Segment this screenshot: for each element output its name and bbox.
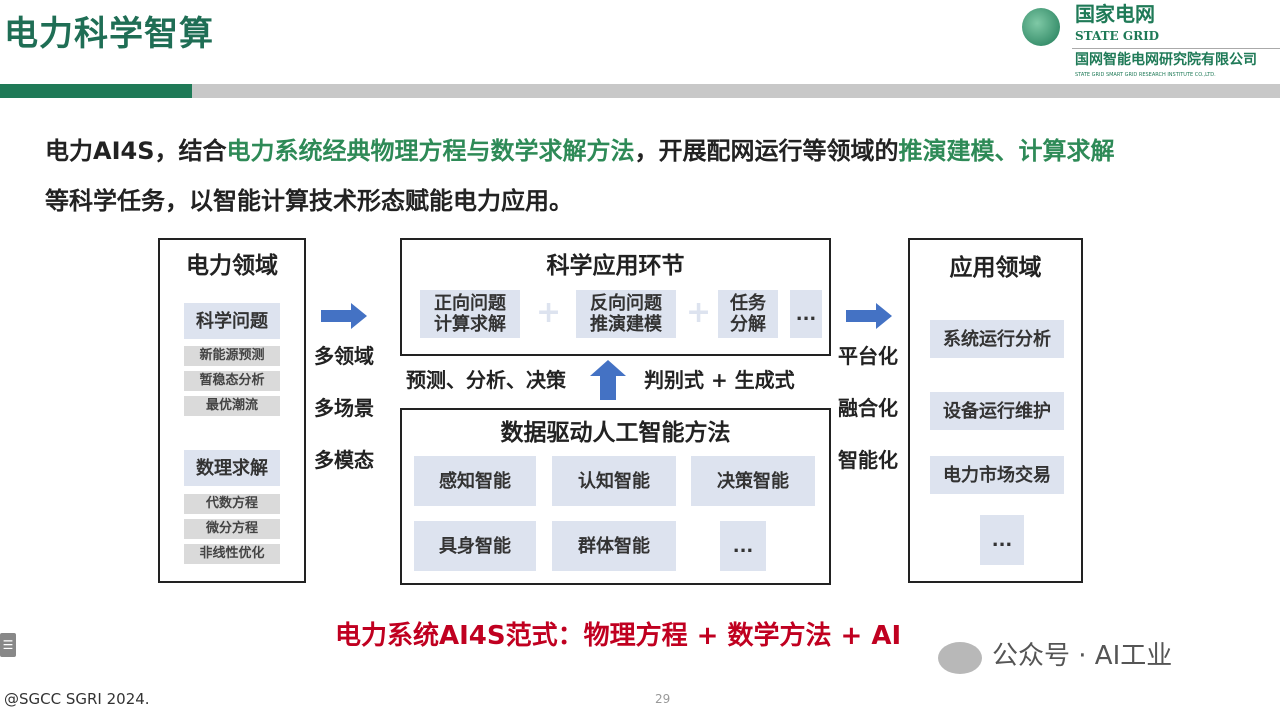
copyright-footer: @SGCC SGRI 2024.	[4, 690, 150, 708]
intro-text: 电力AI4S，结合	[45, 137, 227, 165]
forward-problem-chip: 正向问题 计算求解	[420, 290, 520, 338]
sub-item: 代数方程	[184, 494, 280, 514]
application-chip: 设备运行维护	[930, 392, 1064, 430]
side-label: 智能化	[838, 448, 898, 472]
plus-icon: +	[536, 295, 562, 330]
wechat-icon	[938, 642, 982, 674]
arrow-right-icon	[321, 303, 367, 329]
institute-name: 国网智能电网研究院有限公司	[1075, 52, 1257, 68]
sub-item: 新能源预测	[184, 346, 280, 366]
side-label: 多模态	[314, 448, 374, 472]
box-title: 科学应用环节	[546, 253, 685, 279]
more-chip: ...	[790, 290, 822, 338]
ai-method-chip: 具身智能	[414, 521, 536, 571]
science-application-box: 科学应用环节 正向问题 计算求解 + 反向问题 推演建模 + 任务 分解 ...	[400, 238, 831, 356]
slide-title: 电力科学智算	[4, 14, 214, 54]
ai-methods-box: 数据驱动人工智能方法 感知智能 认知智能 决策智能 具身智能 群体智能 ...	[400, 408, 831, 585]
application-domain-box: 应用领域 系统运行分析 设备运行维护 电力市场交易 ...	[908, 238, 1083, 583]
sub-item: 最优潮流	[184, 396, 280, 416]
application-chip: 系统运行分析	[930, 320, 1064, 358]
side-label: 平台化	[838, 344, 898, 368]
sub-item: 非线性优化	[184, 544, 280, 564]
math-solve-chip: 数理求解	[184, 450, 280, 486]
header-bar-accent	[0, 84, 192, 98]
side-label: 融合化	[838, 396, 898, 420]
power-domain-box: 电力领域 科学问题 新能源预测 暂稳态分析 最优潮流 数理求解 代数方程 微分方…	[158, 238, 306, 583]
institute-name-en: STATE GRID SMART GRID RESEARCH INSTITUTE…	[1075, 72, 1216, 78]
intro-highlight: 电力系统经典物理方程与数学求解方法	[226, 137, 635, 165]
sub-item: 暂稳态分析	[184, 371, 280, 391]
paradigm-statement: 电力系统AI4S范式：物理方程 + 数学方法 + AI	[335, 621, 902, 651]
sub-item: 微分方程	[184, 519, 280, 539]
more-chip: ...	[720, 521, 766, 571]
menu-icon[interactable]: ☰	[0, 633, 16, 657]
box-title: 数据驱动人工智能方法	[500, 420, 731, 446]
intro-highlight: 推演建模、计算求解	[898, 137, 1115, 165]
inverse-problem-chip: 反向问题 推演建模	[576, 290, 676, 338]
task-decompose-chip: 任务 分解	[718, 290, 778, 338]
logo-name-en: STATE GRID	[1075, 29, 1160, 43]
header-bar	[192, 84, 1280, 98]
side-label: 多领域	[314, 344, 374, 368]
ai-method-chip: 感知智能	[414, 456, 536, 506]
intro-line-2: 等科学任务，以智能计算技术形态赋能电力应用。	[45, 187, 573, 215]
watermark: 公众号 · AI工业	[992, 641, 1173, 671]
science-problem-chip: 科学问题	[184, 303, 280, 339]
logo-name-cn: 国家电网	[1075, 2, 1155, 26]
intro-text: ，开展配网运行等领域的	[634, 137, 899, 165]
box-title: 应用领域	[949, 255, 1042, 281]
ai-method-chip: 决策智能	[691, 456, 815, 506]
state-grid-logo-icon	[1022, 8, 1060, 46]
arrow-up-icon	[590, 360, 626, 400]
ai-method-chip: 群体智能	[552, 521, 676, 571]
plus-icon: +	[686, 295, 712, 330]
page-number: 29	[655, 692, 671, 706]
intro-line-1: 电力AI4S，结合电力系统经典物理方程与数学求解方法，开展配网运行等领域的推演建…	[45, 136, 1115, 166]
mid-label-right: 判别式 + 生成式	[644, 368, 795, 392]
mid-label-left: 预测、分析、决策	[406, 368, 566, 392]
side-label: 多场景	[314, 396, 374, 420]
application-chip: 电力市场交易	[930, 456, 1064, 494]
box-title: 电力领域	[186, 253, 278, 279]
logo-divider	[1072, 48, 1280, 49]
more-chip: ...	[980, 515, 1024, 565]
ai-method-chip: 认知智能	[552, 456, 676, 506]
arrow-right-icon	[846, 303, 892, 329]
